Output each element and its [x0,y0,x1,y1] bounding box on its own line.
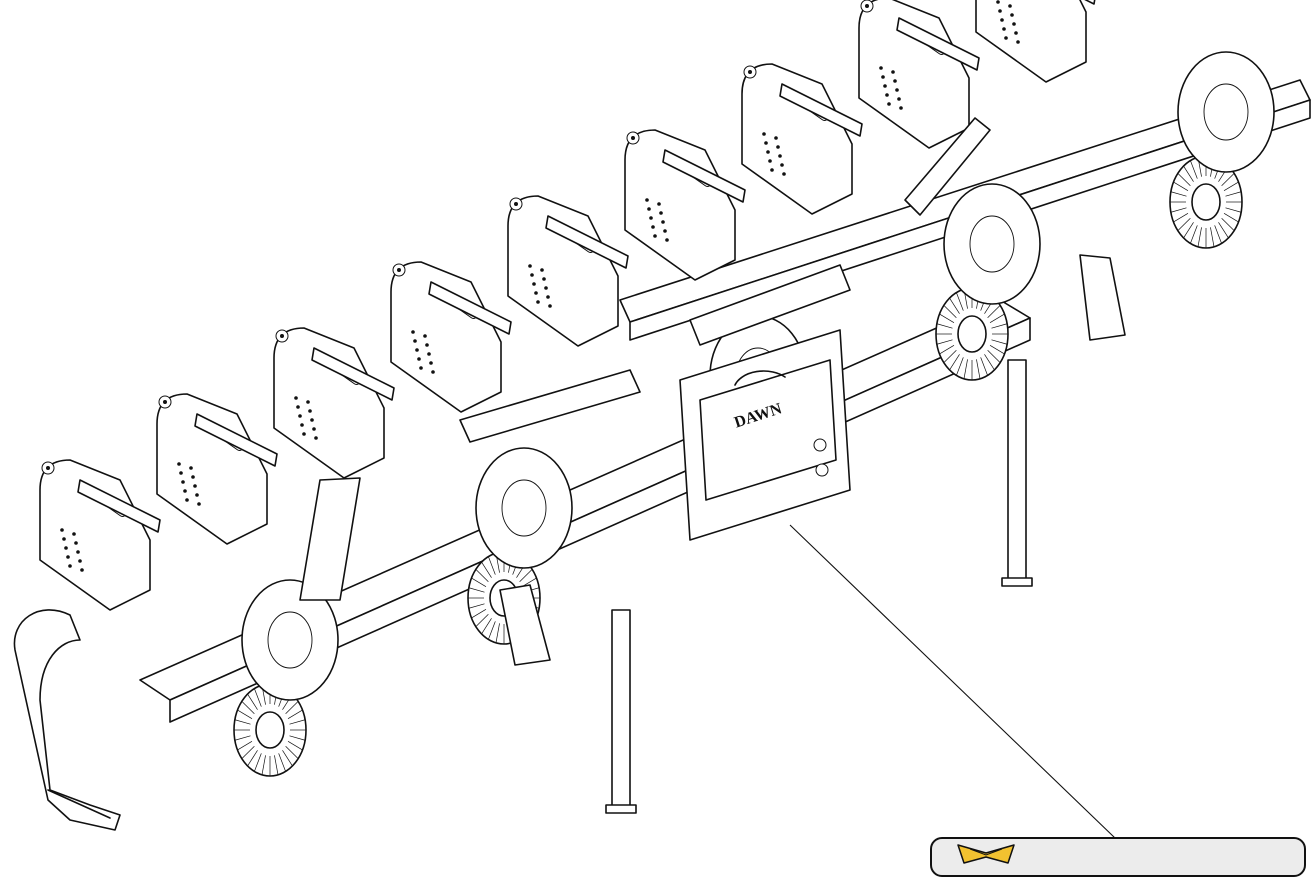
brush-wheel [1169,155,1243,249]
lift-links [299,254,1126,666]
row-unit [975,0,1275,249]
row-unit [624,129,746,281]
brush-wheel [935,287,1009,381]
row-unit [39,459,339,777]
shank-assembly [13,609,121,831]
center-hitch-assembly: DAWN [679,329,851,541]
hydraulic-cylinders [459,117,991,443]
row-units [39,0,1275,777]
row-unit [858,0,980,149]
callout-leader-line [789,524,1116,839]
shield-logo-icon [957,844,1015,864]
row-unit [156,393,278,545]
support-stands [605,359,1033,814]
row-unit [741,63,1041,381]
row-unit [390,261,512,413]
callout-box [930,837,1306,877]
